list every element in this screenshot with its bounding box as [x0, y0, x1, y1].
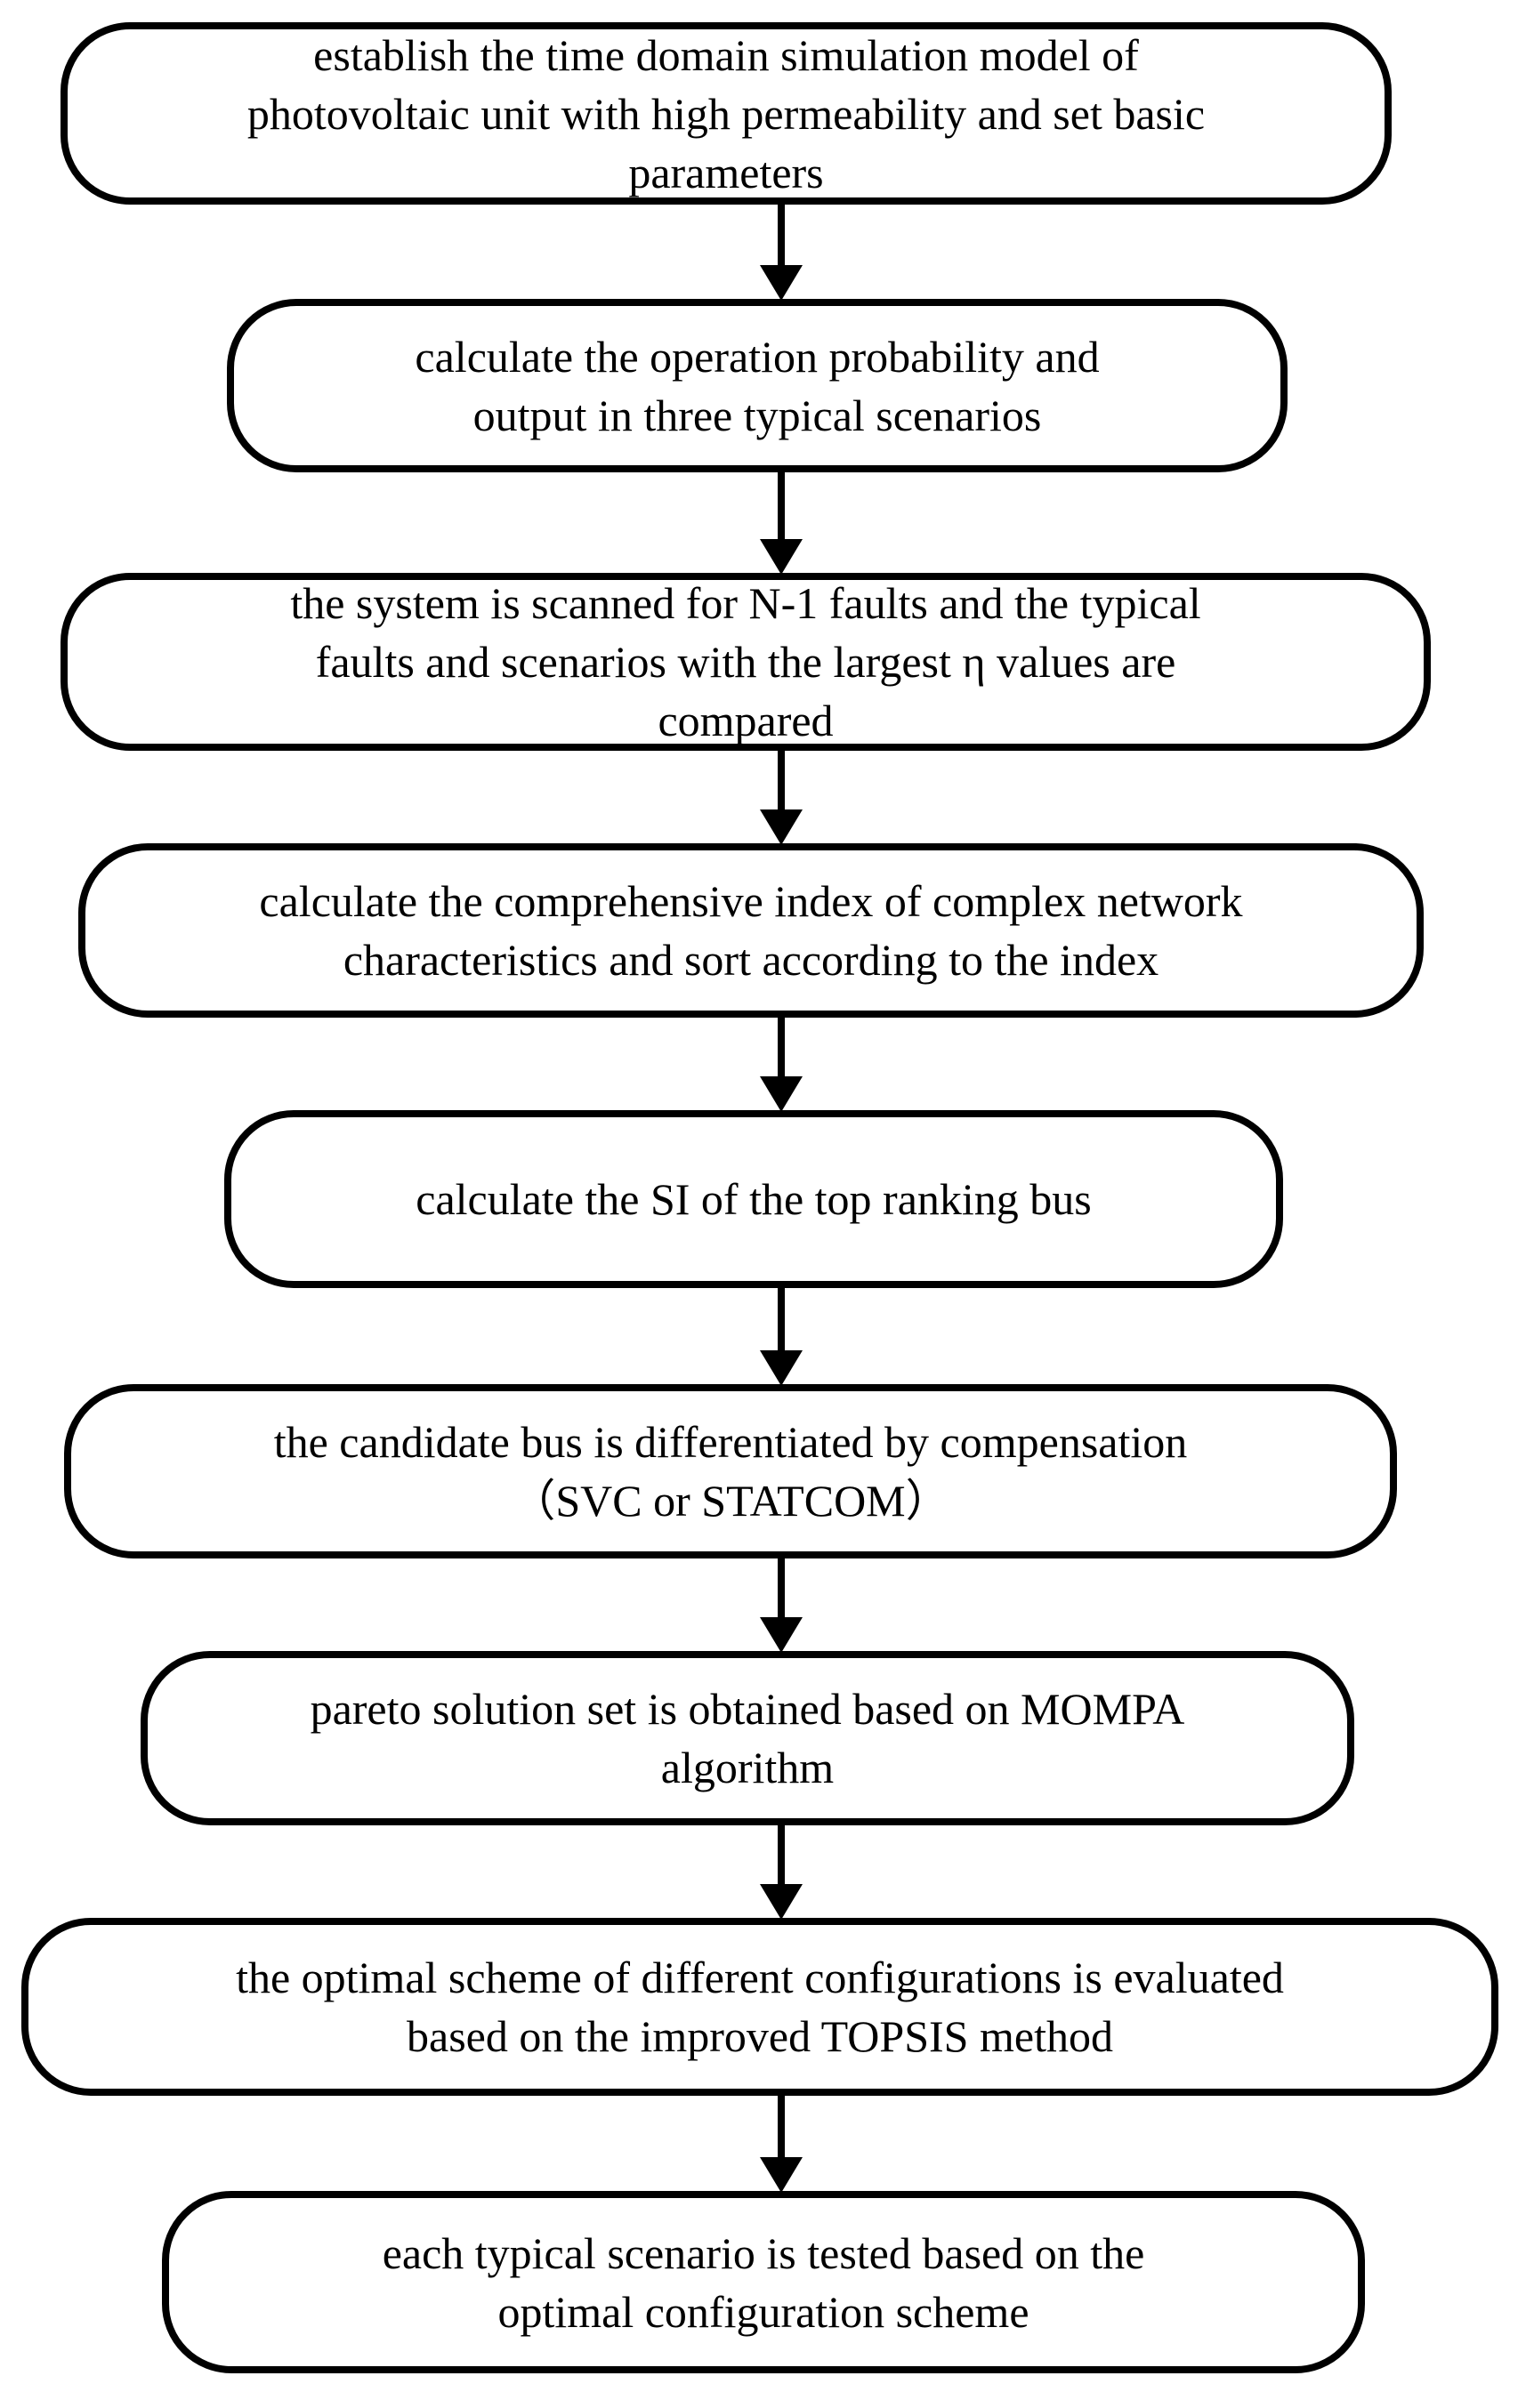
flow-connector-8-9 — [760, 2094, 803, 2193]
arrow-down-icon — [760, 809, 803, 845]
flow-step-4-label: calculate the comprehensive index of com… — [259, 876, 1243, 985]
flow-connector-2-3 — [760, 471, 803, 575]
flow-step-6: the candidate bus is differentiated by c… — [64, 1384, 1397, 1558]
arrow-down-icon — [760, 1617, 803, 1653]
flow-step-1-label: establish the time domain simulation mod… — [246, 29, 1206, 197]
flow-step-7: pareto solution set is obtained based on… — [141, 1651, 1354, 1825]
flow-connector-4-5 — [760, 1016, 803, 1112]
connector-line — [778, 749, 785, 813]
flow-step-9-label: each typical scenario is tested based on… — [382, 2227, 1145, 2337]
connector-line — [778, 1286, 785, 1354]
arrow-down-icon — [760, 539, 803, 575]
connector-line — [778, 2094, 785, 2161]
arrow-down-icon — [760, 1076, 803, 1112]
flow-connector-5-6 — [760, 1286, 803, 1386]
flow-connector-7-8 — [760, 1824, 803, 1920]
flow-step-4: calculate the comprehensive index of com… — [78, 843, 1424, 1018]
flow-step-7-label: pareto solution set is obtained based on… — [310, 1684, 1185, 1792]
flow-step-3-label: the system is scanned for N-1 faults and… — [290, 578, 1201, 745]
connector-line — [778, 1557, 785, 1621]
arrow-down-icon — [760, 1350, 803, 1386]
flow-step-8-label: the optimal scheme of different configur… — [236, 1953, 1284, 2061]
connector-line — [778, 1824, 785, 1888]
connector-line — [778, 471, 785, 543]
flow-connector-3-4 — [760, 749, 803, 845]
arrow-down-icon — [760, 1884, 803, 1920]
flow-step-1: establish the time domain simulation mod… — [61, 22, 1392, 205]
arrow-down-icon — [760, 265, 803, 301]
flow-step-8: the optimal scheme of different configur… — [21, 1918, 1498, 2096]
flow-step-2: calculate the operation probability and … — [227, 299, 1288, 472]
connector-line — [778, 1016, 785, 1080]
flow-step-3: the system is scanned for N-1 faults and… — [61, 573, 1431, 751]
flow-connector-1-2 — [760, 204, 803, 301]
connector-line — [778, 204, 785, 269]
flow-step-5-label: calculate the SI of the top ranking bus — [416, 1174, 1092, 1224]
flow-step-5: calculate the SI of the top ranking bus — [224, 1110, 1283, 1288]
flow-connector-6-7 — [760, 1557, 803, 1653]
arrow-down-icon — [760, 2157, 803, 2193]
flow-step-2-label: calculate the operation probability and … — [415, 331, 1100, 440]
flow-step-6-label: the candidate bus is differentiated by c… — [273, 1417, 1188, 1526]
flow-step-9: each typical scenario is tested based on… — [162, 2191, 1365, 2373]
